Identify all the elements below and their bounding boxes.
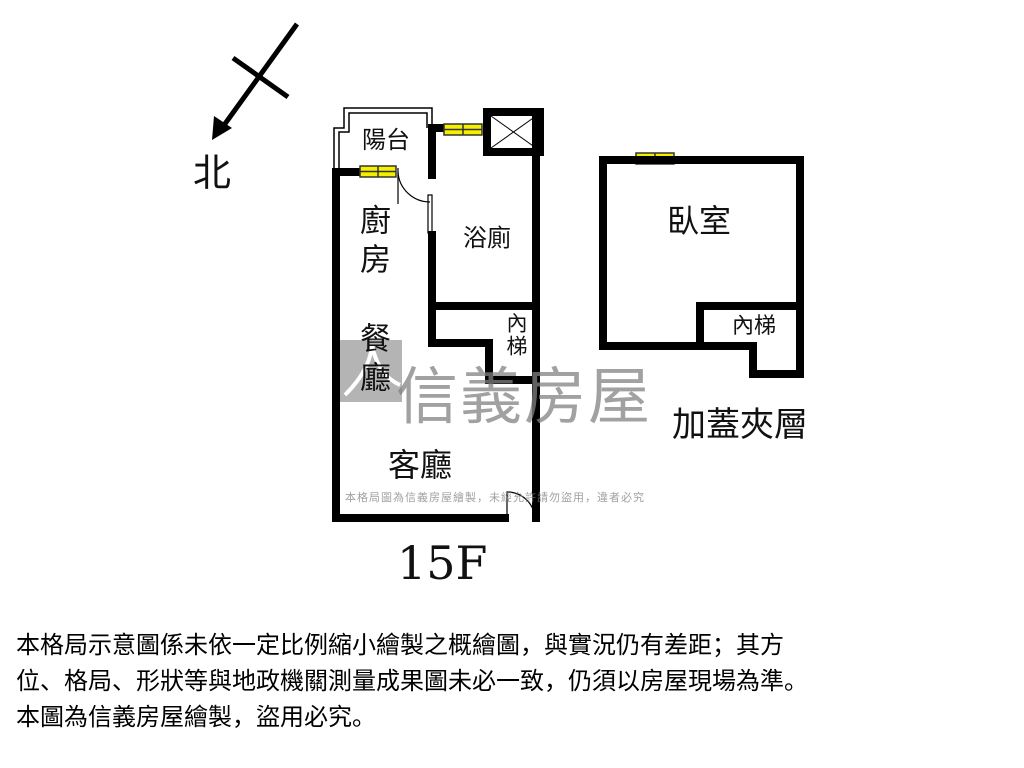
room-dining: 餐廳 bbox=[354, 322, 390, 400]
main-unit-walls bbox=[332, 108, 544, 522]
room-kitchen: 廚房 bbox=[354, 204, 390, 282]
room-stair: 內梯 bbox=[504, 312, 528, 358]
door-icon bbox=[397, 168, 536, 519]
room-mezzanine-stair: 內梯 bbox=[732, 314, 777, 339]
disclaimer: 本格局示意圖係未依一定比例縮小繪製之概繪圖，與實況仍有差距；其方 位、格局、形狀… bbox=[16, 627, 1016, 735]
mezzanine-title: 加蓋夾層 bbox=[672, 405, 808, 445]
room-living: 客廳 bbox=[388, 446, 453, 484]
shaft-x-icon bbox=[490, 115, 537, 149]
watermark-notice: 本格局圖為信義房屋繪製，未經允許請勿盜用，違者必究 bbox=[345, 491, 645, 504]
watermark-logo bbox=[340, 340, 402, 402]
balcony-outline bbox=[333, 107, 433, 172]
floor-level-label: 15F bbox=[397, 536, 488, 590]
room-bathroom: 浴廁 bbox=[463, 224, 511, 252]
room-balcony: 陽台 bbox=[362, 126, 410, 154]
disclaimer-line: 位、格局、形狀等與地政機關測量成果圖未必一致，仍須以房屋現場為準。 bbox=[16, 667, 808, 695]
disclaimer-line: 本格局示意圖係未依一定比例縮小繪製之概繪圖，與實況仍有差距；其方 bbox=[16, 631, 784, 659]
north-label: 北 bbox=[193, 151, 232, 195]
disclaimer-line: 本圖為信義房屋繪製，盜用必究。 bbox=[16, 703, 376, 731]
mezzanine-walls bbox=[599, 156, 804, 378]
watermark-brand: 信義房屋 bbox=[396, 360, 653, 433]
north-arrow-icon bbox=[212, 22, 300, 140]
room-bedroom: 臥室 bbox=[667, 202, 732, 240]
